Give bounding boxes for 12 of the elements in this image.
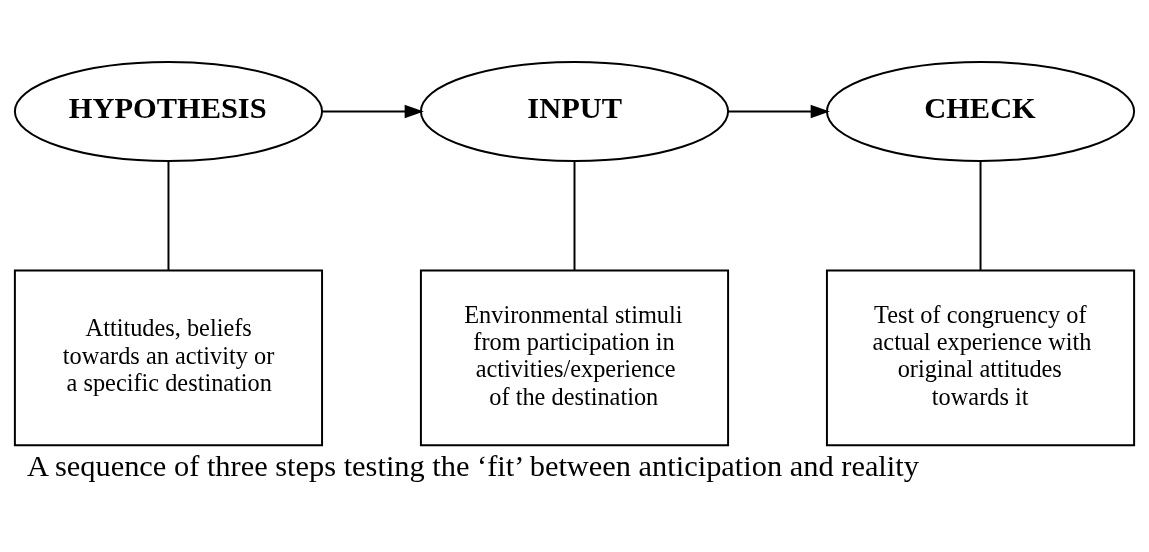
arrow <box>727 104 830 118</box>
node-ellipse: CHECK <box>825 60 1136 162</box>
caption: A sequence of three steps testing the ‘fit’ between anticipation and reality <box>27 448 919 483</box>
node-box: Attitudes, beliefs towards an activity or a specific destination <box>13 268 324 446</box>
node-ellipse: HYPOTHESIS <box>13 60 324 162</box>
node-box: Environmental stimuli from participation in activities/experience of the destination <box>419 268 730 446</box>
connector <box>573 159 576 271</box>
node-ellipse: INPUT <box>419 60 730 162</box>
arrow <box>321 104 424 118</box>
connector <box>979 159 982 271</box>
connector <box>167 159 170 271</box>
node-box: Test of congruency of actual experience with original attitudes towards it <box>825 268 1136 446</box>
